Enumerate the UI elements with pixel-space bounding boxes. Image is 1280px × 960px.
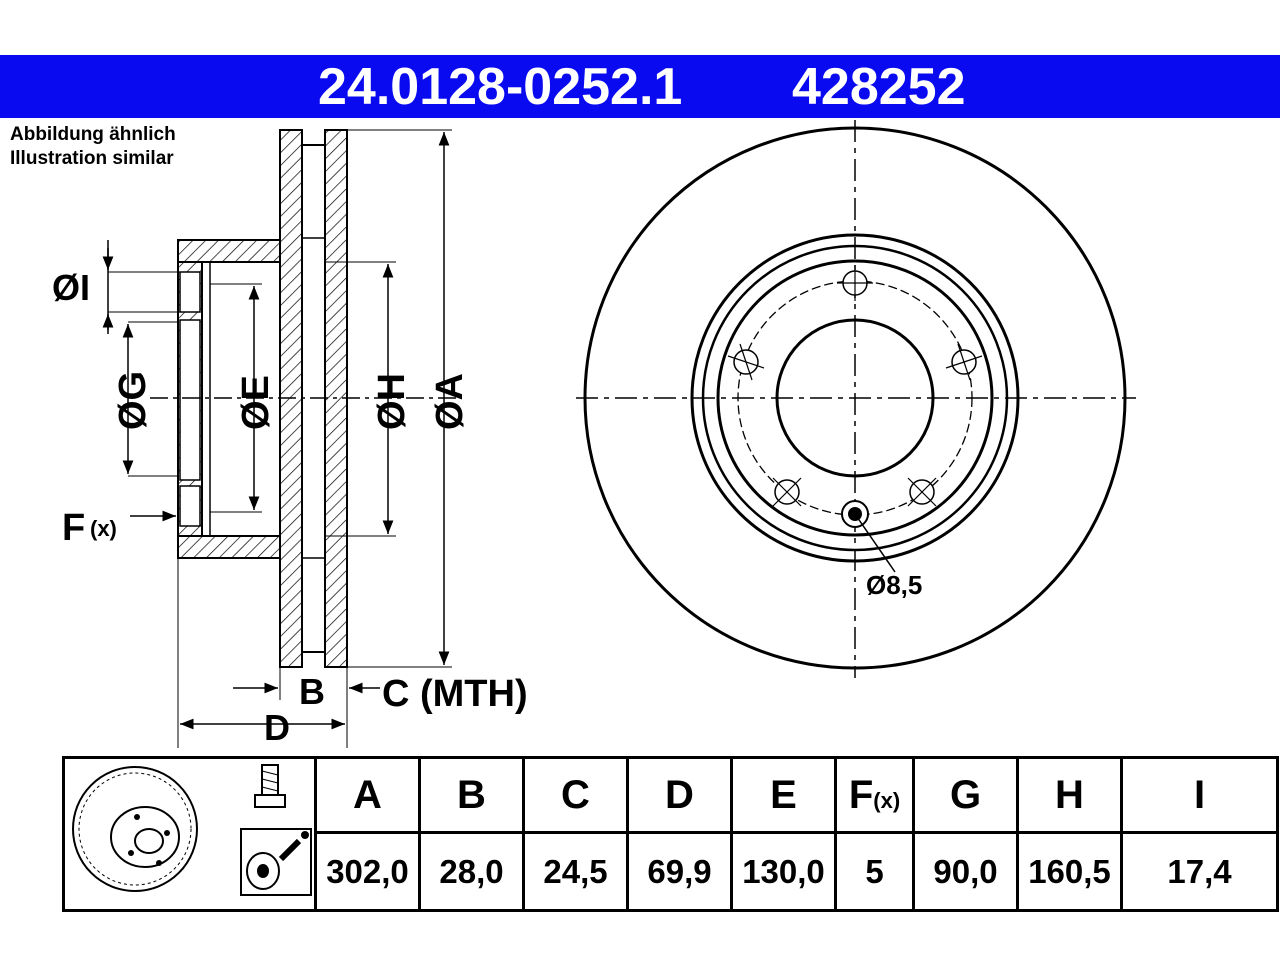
label-f-sub: (x) <box>90 516 117 541</box>
header-a: A <box>314 755 421 835</box>
header-f-letter: F <box>848 772 874 817</box>
label-f: F <box>62 507 85 549</box>
label-dia-g: ØG <box>112 371 154 430</box>
header-i: I <box>1120 755 1279 835</box>
header-g: G <box>912 755 1019 835</box>
value-h: 160,5 <box>1016 831 1123 912</box>
specification-table: A B C D E F(x) G H I 302,0 28,0 24,5 69,… <box>62 755 1279 912</box>
label-dia-a: ØA <box>429 373 471 430</box>
header-c: C <box>522 755 629 835</box>
value-b: 28,0 <box>418 831 525 912</box>
cross-section-view: ØI ØG ØE ØH ØA F (x) B C (MTH) D <box>52 129 528 748</box>
header-f-sub: (x) <box>873 787 901 813</box>
bolt-icon <box>253 764 286 808</box>
label-hole-diameter: Ø8,5 <box>866 570 922 600</box>
reference-number: 428252 <box>792 58 966 116</box>
header-f: F(x) <box>834 755 915 835</box>
value-e: 130,0 <box>730 831 837 912</box>
title-bar <box>0 55 1280 118</box>
value-d: 69,9 <box>626 831 733 912</box>
label-dia-h: ØH <box>371 373 413 430</box>
header-h: H <box>1016 755 1123 835</box>
label-dia-e: ØE <box>235 375 277 430</box>
disc-cleaning-icon <box>239 828 312 896</box>
header-e: E <box>730 755 837 835</box>
value-f: 5 <box>834 831 915 912</box>
value-a: 302,0 <box>314 831 421 912</box>
label-c-mth: C (MTH) <box>382 673 528 715</box>
note-illustration-en: Illustration similar <box>10 148 174 169</box>
header-b: B <box>418 755 525 835</box>
label-dia-i: ØI <box>52 267 90 308</box>
note-illustration-de: Abbildung ähnlich <box>10 124 176 145</box>
value-c: 24,5 <box>522 831 629 912</box>
header-d: D <box>626 755 733 835</box>
part-number: 24.0128-0252.1 <box>318 58 683 116</box>
icon-panel <box>62 756 317 912</box>
label-b: B <box>299 671 325 712</box>
value-i: 17,4 <box>1120 831 1279 912</box>
label-d: D <box>264 707 290 748</box>
brake-disc-icon <box>71 766 198 892</box>
front-view: Ø8,5 <box>576 120 1136 678</box>
value-g: 90,0 <box>912 831 1019 912</box>
